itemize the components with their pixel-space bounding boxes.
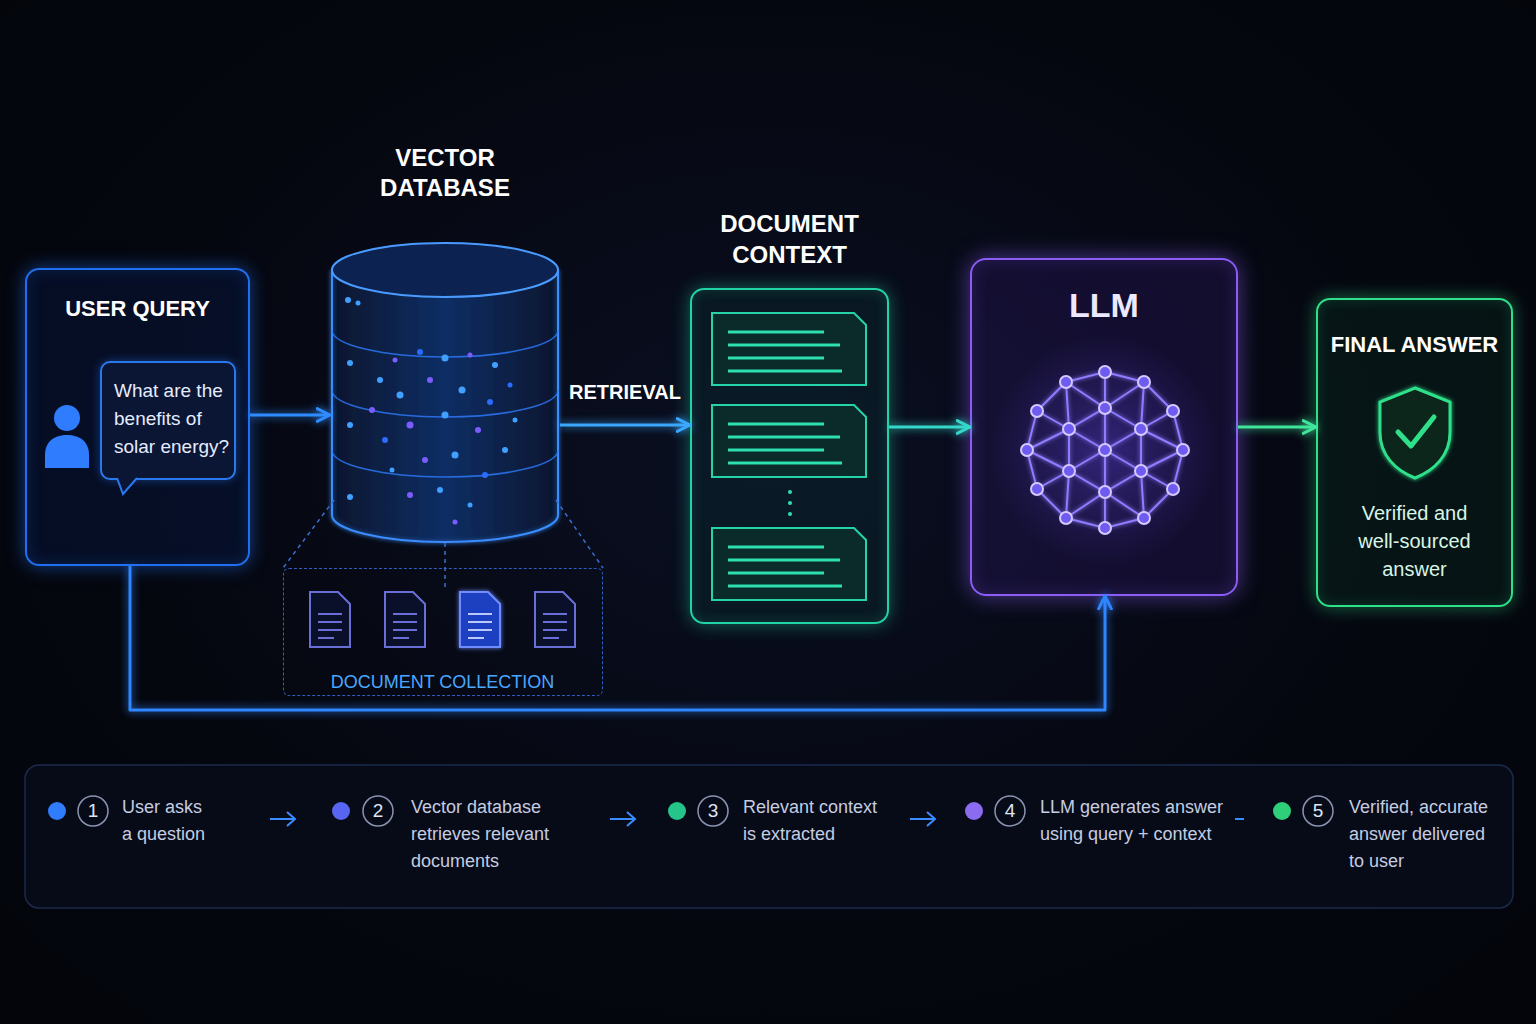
step-text: Relevant context is extracted [743, 794, 888, 848]
vector-point [492, 362, 498, 368]
step-text: User asks a question [122, 794, 214, 848]
document-lines [318, 614, 342, 638]
node-heading: USER QUERY [27, 294, 248, 324]
cylinder-top [332, 243, 558, 297]
step-number: 5 [1302, 799, 1334, 823]
vector-point [407, 422, 414, 429]
document-lines [393, 614, 417, 638]
node-heading: DOCUMENT CONTEXT [690, 208, 889, 270]
vector-point [347, 494, 353, 500]
vector-point [347, 360, 353, 366]
vector-point [393, 358, 398, 363]
vector-point [513, 418, 518, 423]
document-collection: DOCUMENT COLLECTION [283, 568, 603, 696]
step-number: 2 [362, 799, 394, 823]
step-circle [995, 796, 1025, 826]
vector-point [442, 412, 449, 419]
step-circle [698, 796, 728, 826]
answer-box: FINAL ANSWER Verified and well-sourced an… [1316, 298, 1513, 607]
vector-point [452, 452, 459, 459]
query-box: USER QUERY What are the benefits of solar… [25, 268, 250, 566]
vector-point [508, 383, 513, 388]
vector-point [422, 457, 428, 463]
step-circle [78, 796, 108, 826]
vector-point [502, 447, 508, 453]
vector-database: VECTOR DATABASE [330, 140, 560, 545]
step-dot [965, 802, 983, 820]
document-icon [535, 592, 575, 647]
vector-point [427, 377, 433, 383]
vector-point [482, 472, 488, 478]
vector-point [442, 355, 449, 362]
vector-point [369, 407, 375, 413]
vector-point [382, 437, 388, 443]
cylinder-band [332, 330, 558, 357]
cylinder-band [332, 390, 558, 417]
step-text: Verified, accurate answer delivered to u… [1349, 794, 1499, 875]
vector-point [417, 349, 423, 355]
vector-points [345, 297, 518, 525]
answer-text: Verified and well-sourced answer [1344, 499, 1485, 583]
document-icon [385, 592, 425, 647]
node-heading: LLM [972, 285, 1236, 325]
document-lines [468, 614, 492, 638]
steps-panel [25, 765, 1513, 908]
context-box: DOCUMENT CONTEXT [690, 205, 889, 624]
step-number: 1 [77, 799, 109, 823]
vector-point [345, 297, 351, 303]
step-dot [48, 802, 66, 820]
context-frame [690, 288, 889, 624]
vector-point [437, 487, 443, 493]
step-dot [668, 802, 686, 820]
vector-point [468, 503, 473, 508]
query-text: What are the benefits of solar energy? [114, 377, 232, 461]
vector-point [377, 377, 383, 383]
vector-point [356, 301, 361, 306]
node-heading: VECTOR DATABASE [330, 143, 560, 203]
vector-point [347, 422, 353, 428]
llm-box: LLM [970, 258, 1238, 596]
step-dot [1273, 802, 1291, 820]
step-number: 4 [994, 799, 1026, 823]
step-dash [1235, 818, 1244, 820]
vector-point [453, 520, 458, 525]
step-number: 3 [697, 799, 729, 823]
vector-point [468, 353, 473, 358]
step-text: Vector database retrieves relevant docum… [411, 794, 571, 875]
document-icon [460, 592, 500, 647]
step-dot [332, 802, 350, 820]
document-lines [543, 614, 567, 638]
vector-point [407, 492, 413, 498]
flow-arrow [889, 426, 970, 429]
step-arrow [910, 812, 935, 826]
step-circle [1303, 796, 1333, 826]
flow-arrow [250, 414, 330, 417]
flow-arrow [130, 566, 1105, 710]
step-arrow [270, 812, 295, 826]
node-heading: FINAL ANSWER [1318, 330, 1511, 360]
step-text: LLM generates answer using query + conte… [1040, 794, 1230, 848]
step-circle [363, 796, 393, 826]
speech-bubble: What are the benefits of solar energy? [100, 361, 236, 480]
vector-point [390, 468, 395, 473]
vector-point [475, 427, 481, 433]
collection-label: DOCUMENT COLLECTION [284, 670, 601, 694]
edge-label: RETRIEVAL [569, 381, 681, 404]
flow-arrow [560, 424, 690, 427]
vector-point [459, 387, 466, 394]
document-icon [310, 592, 350, 647]
vector-point [397, 392, 404, 399]
vector-point [487, 399, 493, 405]
bracket-line [283, 500, 603, 590]
cylinder-band [332, 450, 558, 477]
flow-arrow [1238, 426, 1316, 429]
cylinder-body [332, 270, 558, 542]
step-arrow [610, 812, 635, 826]
